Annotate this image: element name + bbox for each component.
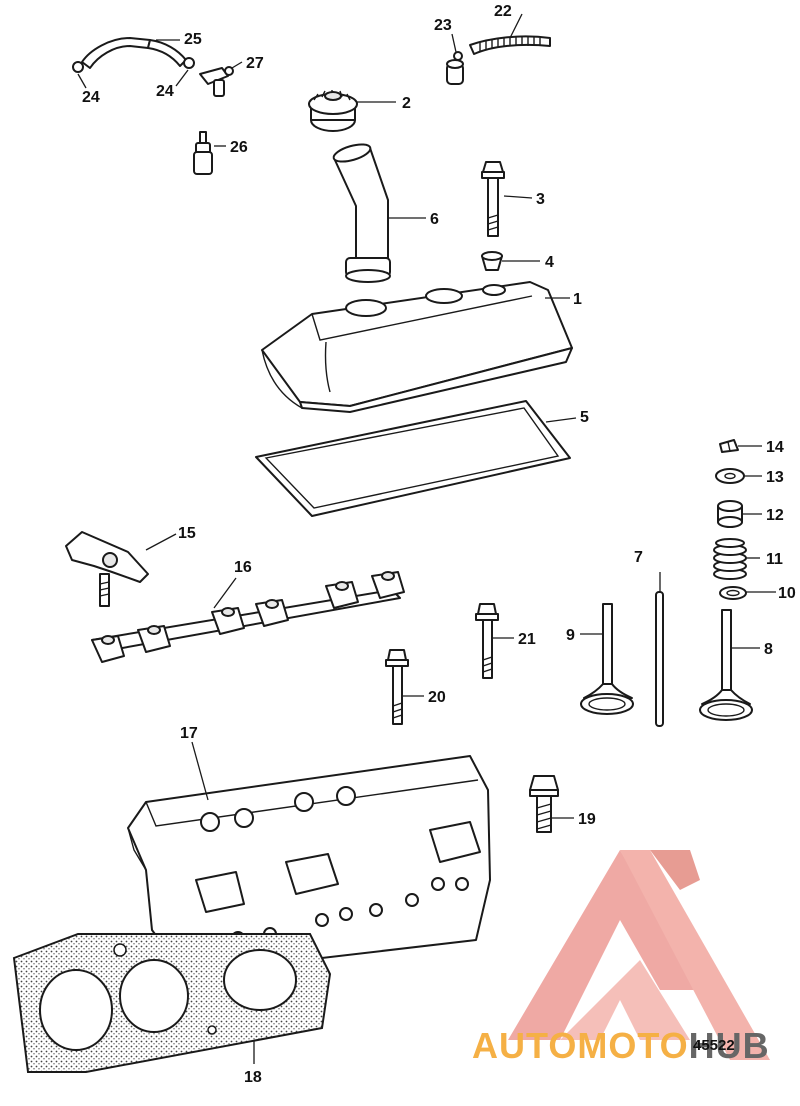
part-3-bolt [481, 161, 505, 237]
part-5-gasket [255, 400, 571, 517]
part-7-pushrod [655, 591, 664, 727]
svg-text:AUTOMOTOHUB: AUTOMOTOHUB [472, 1025, 770, 1066]
part-10-shim [719, 586, 747, 600]
part-16-guide-plate [91, 571, 405, 663]
watermark-text-hub: HUB [689, 1025, 770, 1066]
part-25-hose [81, 37, 187, 69]
part-20-bolt [385, 649, 409, 725]
callout-25: 25 [184, 31, 202, 48]
watermark-text: AUTOMOTOHUB [472, 1025, 770, 1066]
callout-24-right: 24 [156, 83, 174, 100]
part-9-valve [580, 603, 634, 715]
part-18-head-gasket [12, 933, 332, 1073]
part-4-grommet [481, 251, 503, 271]
callout-27: 27 [246, 55, 264, 72]
callout-23: 23 [434, 17, 452, 34]
part-12-seal [717, 500, 743, 528]
part-14-valve-keys [719, 439, 739, 453]
part-19-bolt [529, 775, 559, 833]
callout-14: 14 [766, 439, 784, 456]
callout-labels: 1 2 3 4 5 6 7 8 9 10 11 12 13 14 15 16 1… [82, 3, 796, 1086]
callout-5: 5 [580, 409, 589, 426]
callout-24-left: 24 [82, 89, 100, 106]
callout-18: 18 [244, 1069, 262, 1086]
callout-20: 20 [428, 689, 446, 706]
callout-7: 7 [634, 549, 643, 566]
part-21-bolt [475, 603, 499, 679]
callout-9: 9 [566, 627, 575, 644]
callout-19: 19 [578, 811, 596, 828]
part-22-hose [469, 35, 551, 55]
part-26-fitting [193, 131, 213, 175]
watermark-logo [508, 850, 770, 1060]
callout-6: 6 [430, 211, 439, 228]
part-15-rocker-arm [65, 531, 149, 607]
part-8-valve [699, 609, 753, 721]
callout-8: 8 [764, 641, 773, 658]
callout-1: 1 [573, 291, 582, 308]
callout-12: 12 [766, 507, 784, 524]
part-27-elbow [199, 66, 234, 97]
part-24-clamp-right [183, 57, 195, 69]
callout-15: 15 [178, 525, 196, 542]
part-6-fill-tube [332, 143, 391, 283]
callout-21: 21 [518, 631, 536, 648]
part-13-retainer [715, 468, 745, 484]
callout-13: 13 [766, 469, 784, 486]
callout-16: 16 [234, 559, 252, 576]
part-11-spring [713, 538, 747, 580]
part-23-fitting [446, 51, 464, 85]
callout-17: 17 [180, 725, 198, 742]
callout-10: 10 [778, 585, 796, 602]
leader-lines [77, 13, 776, 1064]
callout-26: 26 [230, 139, 248, 156]
part-1-rocker-cover [261, 281, 573, 413]
figure-number: 45522 [693, 1037, 735, 1054]
part-2-fill-cap [308, 90, 358, 132]
part-17-cylinder-head [127, 755, 491, 975]
part-24-clamp-left [72, 61, 84, 73]
callout-3: 3 [536, 191, 545, 208]
callout-22: 22 [494, 3, 512, 20]
watermark-text-automoto: AUTOMOTO [472, 1025, 689, 1066]
callout-2: 2 [402, 95, 411, 112]
callout-4: 4 [545, 254, 554, 271]
callout-11: 11 [766, 551, 783, 568]
